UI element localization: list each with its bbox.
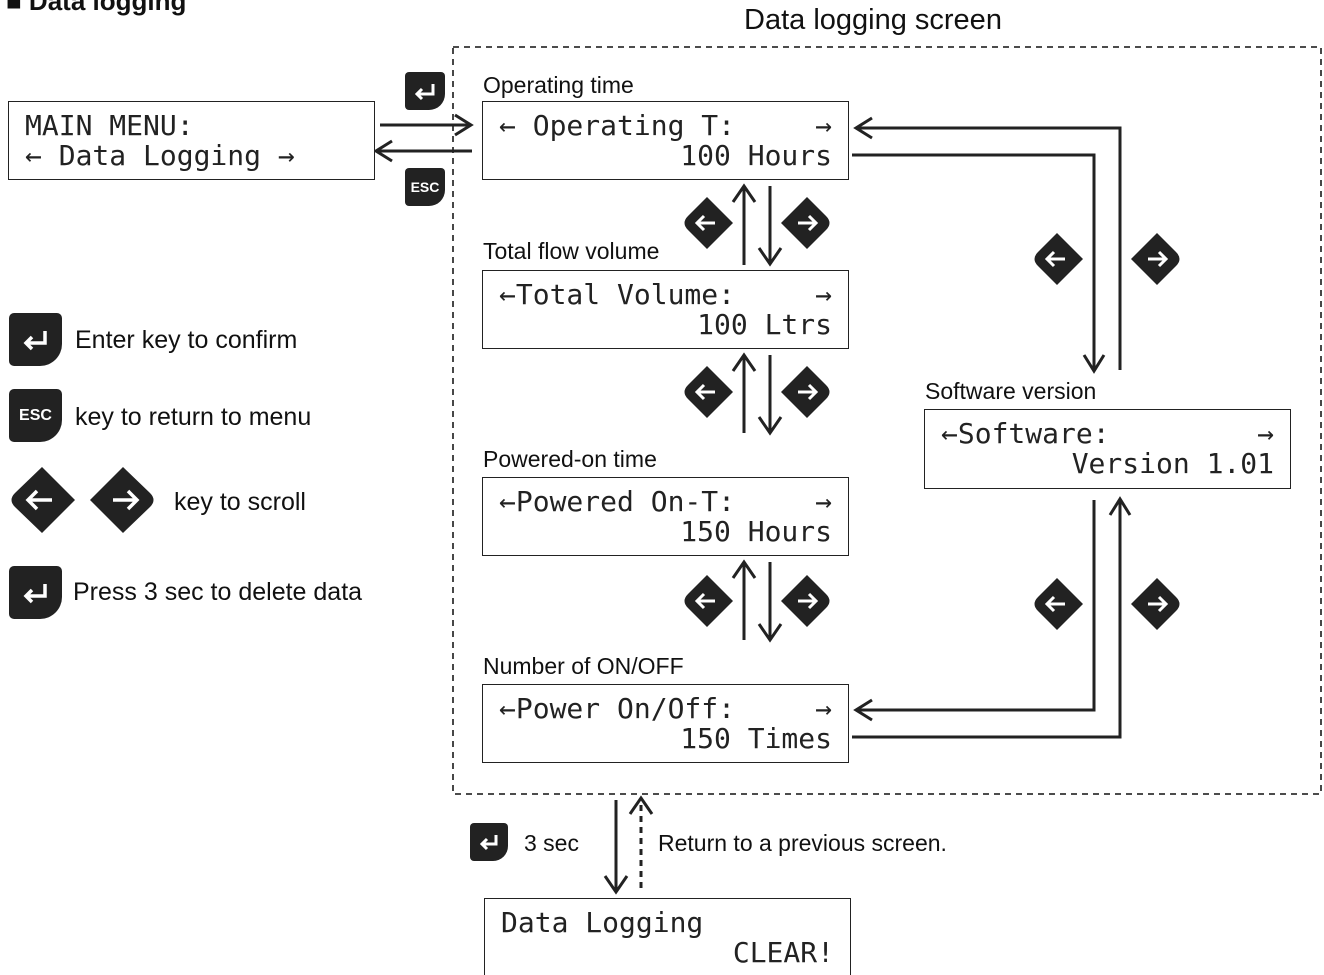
software-line1: ←Software: (941, 417, 1110, 450)
legend-enter-text: Enter key to confirm (75, 326, 298, 354)
scroll-arrows-1 (731, 183, 783, 267)
total-volume-display: ←Total Volume: → 100 Ltrs (482, 270, 849, 349)
loop-top (852, 116, 1122, 374)
operating-caption: Operating time (483, 72, 634, 98)
legend-scroll-text: key to scroll (174, 488, 306, 516)
scroll-key-pair-1 (684, 197, 830, 249)
main-menu-display: MAIN MENU: ← Data Logging → (8, 101, 375, 180)
operating-display: ← Operating T: → 100 Hours (482, 101, 849, 180)
enter-key-icon[interactable] (405, 72, 445, 110)
scroll-right-indicator: → (815, 485, 832, 518)
esc-key-icon[interactable]: ESC (405, 168, 445, 206)
powered-on-value: 150 Hours (680, 515, 832, 548)
enter-key-icon[interactable] (470, 823, 508, 861)
software-value: Version 1.01 (1071, 447, 1274, 480)
onoff-line1: ←Power On/Off: (499, 692, 736, 725)
clear-arrows (603, 795, 654, 895)
region-title: Data logging screen (744, 4, 1002, 36)
main-menu-line1: MAIN MENU: (25, 109, 194, 142)
scroll-key-pair-4 (1034, 233, 1180, 285)
esc-key-icon: ESC (9, 389, 62, 442)
data-logging-region (452, 46, 1322, 795)
legend-scroll-keys (11, 467, 154, 533)
page-heading: ■ Data logging (6, 0, 187, 16)
scroll-key-pair-5 (1034, 578, 1180, 630)
scroll-right-indicator: → (815, 278, 832, 311)
powered-on-caption: Powered-on time (483, 446, 657, 472)
scroll-right-indicator: → (815, 692, 832, 725)
enter-key-icon (9, 313, 62, 366)
onoff-value: 150 Times (680, 722, 832, 755)
esc-key-label: ESC (410, 179, 440, 195)
scroll-key-pair-2 (684, 366, 830, 418)
legend-delete-text: Press 3 sec to delete data (73, 578, 363, 606)
enter-key-icon (9, 566, 62, 619)
main-menu-line2: ← Data Logging → (25, 139, 295, 172)
hold-duration-label: 3 sec (524, 830, 579, 856)
scroll-right-indicator: → (1257, 417, 1274, 450)
esc-key-label: ESC (19, 406, 52, 424)
return-label: Return to a previous screen. (658, 830, 947, 856)
onoff-display: ←Power On/Off: → 150 Times (482, 684, 849, 763)
powered-on-line1: ←Powered On-T: (499, 485, 736, 518)
scroll-arrows-2 (731, 352, 783, 436)
legend-esc-text: key to return to menu (75, 403, 312, 431)
clear-display: Data Logging CLEAR! (484, 898, 851, 975)
total-volume-line1: ←Total Volume: (499, 278, 736, 311)
total-volume-caption: Total flow volume (483, 238, 660, 264)
powered-on-display: ←Powered On-T: → 150 Hours (482, 477, 849, 556)
software-display: ←Software: → Version 1.01 (924, 409, 1291, 489)
scroll-right-indicator: → (815, 109, 832, 142)
software-caption: Software version (925, 378, 1097, 404)
onoff-caption: Number of ON/OFF (483, 653, 684, 679)
operating-value: 100 Hours (680, 139, 832, 172)
loop-bottom (852, 496, 1132, 739)
total-volume-value: 100 Ltrs (697, 308, 832, 341)
clear-line2: CLEAR! (732, 936, 834, 969)
clear-line1: Data Logging (501, 906, 704, 939)
scroll-arrows-3 (731, 559, 783, 643)
operating-line1: ← Operating T: (499, 109, 736, 142)
scroll-key-pair-3 (684, 575, 830, 627)
